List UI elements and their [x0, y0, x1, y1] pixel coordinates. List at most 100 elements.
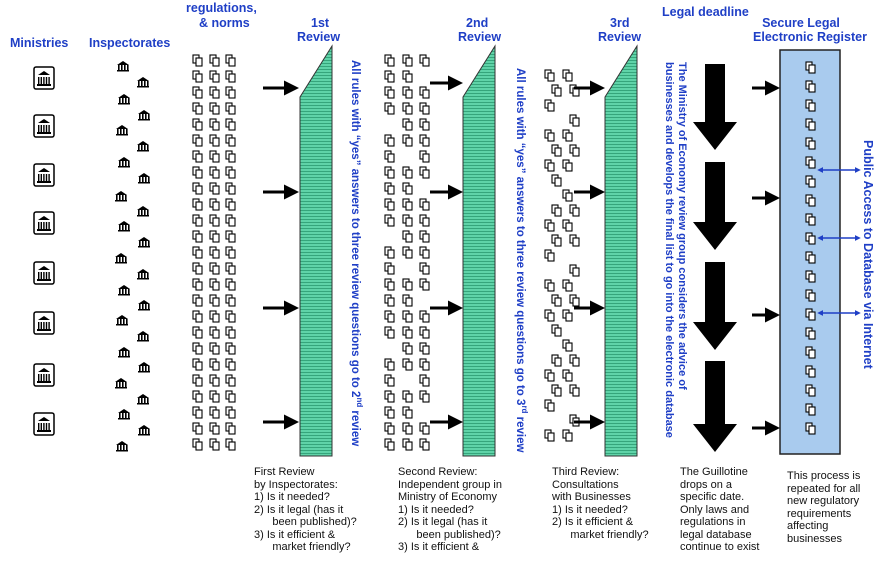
- guillotine-down-arrow: [693, 162, 737, 250]
- regulation-document-icon: [192, 406, 203, 419]
- consulted-document-icon: [544, 99, 555, 112]
- consulted-document-icon: [544, 309, 555, 322]
- regulation-document-icon: [192, 54, 203, 67]
- regulation-document-icon: [192, 438, 203, 451]
- regulation-document-icon: [192, 86, 203, 99]
- inspectorate-icon: [115, 191, 127, 202]
- reviewed-document-icon: [384, 214, 395, 227]
- reviewed-document-icon: [402, 86, 413, 99]
- regulation-document-icon: [209, 118, 220, 131]
- ministry-building-icon: [33, 211, 55, 235]
- regulation-document-icon: [225, 214, 236, 227]
- register-document-icon: [805, 232, 816, 245]
- ministry-building-icon: [33, 114, 55, 138]
- caption-second-review: Second Review: Independent group in Mini…: [398, 466, 502, 554]
- reviewed-document-icon: [384, 310, 395, 323]
- reviewed-document-icon: [384, 390, 395, 403]
- regulation-document-icon: [209, 86, 220, 99]
- register-document-icon: [805, 346, 816, 359]
- reviewed-document-icon: [419, 278, 430, 291]
- regulation-document-icon: [209, 342, 220, 355]
- consulted-document-icon: [551, 324, 562, 337]
- regulation-document-icon: [225, 262, 236, 275]
- regulation-document-icon: [209, 134, 220, 147]
- regulation-document-icon: [192, 422, 203, 435]
- reviewed-document-icon: [419, 374, 430, 387]
- reviewed-document-icon: [384, 374, 395, 387]
- guillotine-down-arrow: [693, 64, 737, 150]
- caption-third-review: Third Review: Consultations with Busines…: [552, 466, 649, 541]
- inspectorate-icon: [118, 409, 130, 420]
- inspectorate-icon: [137, 269, 149, 280]
- register-document-icon: [805, 118, 816, 131]
- register-document-icon: [805, 99, 816, 112]
- review1-vertical-label: All rules with “yes” answers to three re…: [349, 60, 364, 447]
- caption-line: repeated for all: [787, 482, 861, 495]
- regulation-document-icon: [192, 182, 203, 195]
- regulation-document-icon: [209, 102, 220, 115]
- inspectorate-icon: [137, 331, 149, 342]
- reviewed-document-icon: [419, 358, 430, 371]
- reviewed-document-icon: [419, 438, 430, 451]
- guillotine-arrows: [693, 64, 737, 452]
- ministry-icons: [33, 66, 55, 436]
- regulation-document-icon: [209, 294, 220, 307]
- register-document-icon: [805, 270, 816, 283]
- regulation-document-icon: [192, 326, 203, 339]
- caption-line: 2) Is it legal (has it: [398, 516, 488, 528]
- consulted-document-icon: [562, 159, 573, 172]
- regulation-document-icon: [225, 310, 236, 323]
- regulation-document-icon: [225, 54, 236, 67]
- register-document-icon: [805, 365, 816, 378]
- regulation-document-icon: [225, 166, 236, 179]
- caption-guillotine: The Guillotine drops on a specific date.…: [680, 466, 760, 554]
- inspectorate-icon: [138, 237, 150, 248]
- inspectorate-icon: [137, 206, 149, 217]
- header-register-line1: Secure Legal: [762, 16, 840, 30]
- regulation-document-icon: [192, 70, 203, 83]
- register-document-icon: [805, 384, 816, 397]
- inspectorate-icon: [116, 441, 128, 452]
- inspectorate-icon: [138, 110, 150, 121]
- caption-line: 1) Is it needed?: [398, 503, 474, 516]
- caption-line: 3) Is it efficient &: [254, 528, 336, 541]
- review1-vertical-text: All rules with “yes” answers to three re…: [348, 60, 366, 446]
- regulation-document-icon: [225, 390, 236, 403]
- regulation-document-icon: [225, 374, 236, 387]
- register-document-icon: [805, 403, 816, 416]
- caption-line: 2) Is it legal (has it: [254, 503, 344, 516]
- regulation-document-icon: [209, 70, 220, 83]
- header-review1-line1: 1st: [311, 16, 330, 30]
- caption-line: specific date.: [680, 491, 745, 503]
- review3-panel: [604, 44, 638, 457]
- inspectorate-icon: [115, 378, 127, 389]
- consulted-document-icon: [544, 129, 555, 142]
- regulation-document-icon: [225, 438, 236, 451]
- regulation-document-icon: [225, 118, 236, 131]
- inspectorate-icon: [117, 61, 129, 72]
- flow-arrows: [263, 75, 780, 436]
- regulation-document-icon: [192, 150, 203, 163]
- reviewed-document-icon: [402, 118, 413, 131]
- reviewed-document-icon: [419, 198, 430, 211]
- consulted-document-icon: [562, 69, 573, 82]
- consulted-document-icon: [551, 84, 562, 97]
- reviewed-document-icon: [384, 102, 395, 115]
- consulted-document-icon: [569, 204, 580, 217]
- register-document-icon: [805, 289, 816, 302]
- consulted-document-icon: [569, 234, 580, 247]
- reviewed-document-icon: [419, 166, 430, 179]
- reviewed-document-icon: [402, 54, 413, 67]
- regulation-document-icon: [209, 198, 220, 211]
- caption-line: This process is: [787, 470, 861, 482]
- caption-line: market friendly?: [254, 541, 351, 553]
- regulation-document-icon: [209, 310, 220, 323]
- regulation-document-icon: [209, 438, 220, 451]
- consulted-document-icon: [569, 354, 580, 367]
- reviewed-document-icon: [419, 214, 430, 227]
- caption-line: continue to exist: [680, 541, 760, 553]
- header-review3-line2: Review: [598, 30, 642, 44]
- regulation-document-icon: [192, 262, 203, 275]
- inspectorate-icon: [116, 125, 128, 136]
- consulted-document-icon: [569, 144, 580, 157]
